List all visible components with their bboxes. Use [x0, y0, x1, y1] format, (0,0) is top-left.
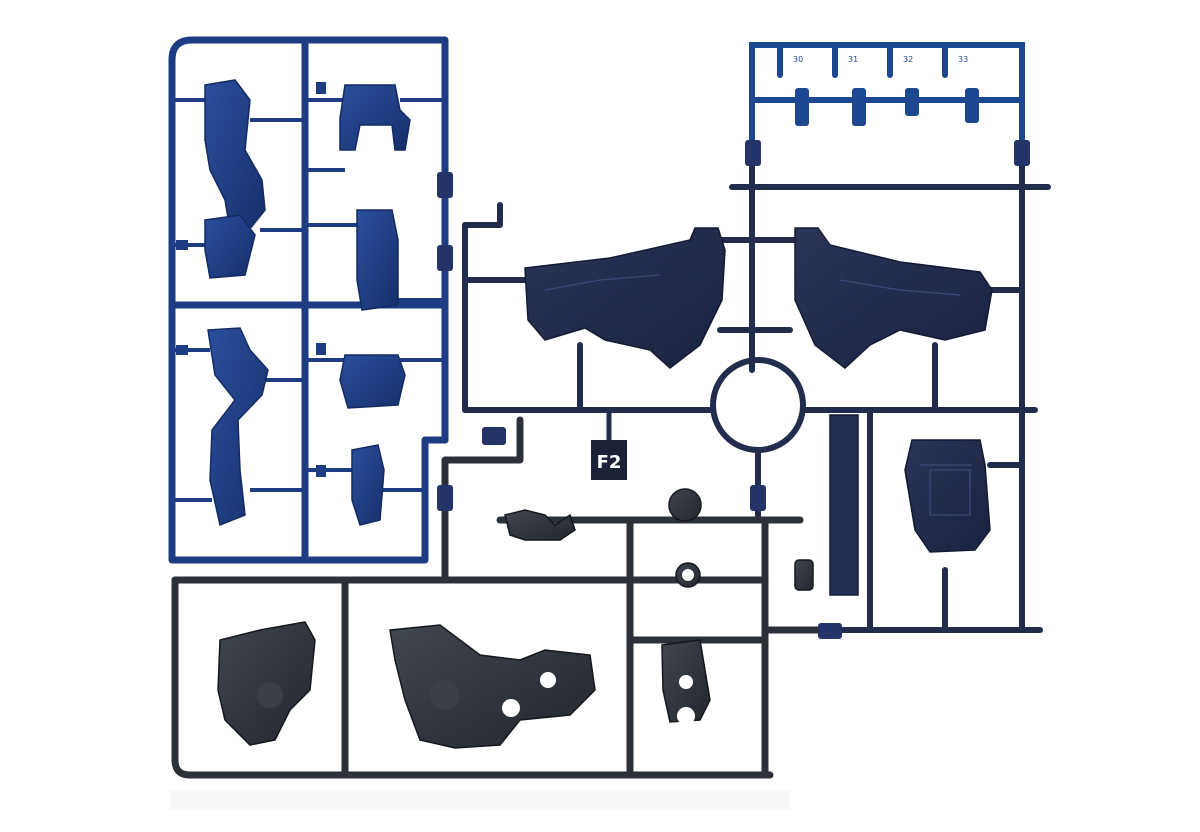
gray-part-holes [257, 569, 695, 725]
part-number-30: 30 [793, 55, 803, 64]
top-right-small-parts [795, 88, 979, 126]
runner-tag-label: F2 [597, 452, 622, 473]
left-blue-parts [204, 79, 411, 527]
floor-shadow [170, 790, 790, 810]
left-part-numbers [176, 82, 326, 477]
long-strip-part [829, 414, 859, 596]
gray-part-2 [389, 624, 596, 749]
armor-part-right [794, 227, 993, 369]
runner-nubs [437, 140, 1030, 639]
center-navy-parts [524, 227, 993, 596]
left-blue-frame [168, 36, 449, 564]
gray-frame [171, 416, 836, 779]
part-number-31: 31 [848, 55, 858, 64]
part-number-32: 32 [903, 55, 913, 64]
part-number-33: 33 [958, 55, 968, 64]
top-right-numbers: 30 31 32 33 [793, 55, 968, 64]
armor-part-left [524, 227, 726, 369]
left-blue-gates [172, 98, 445, 502]
navy-part-details [544, 274, 972, 516]
runner-tag: F2 [591, 440, 627, 480]
skirt-part [904, 439, 991, 553]
